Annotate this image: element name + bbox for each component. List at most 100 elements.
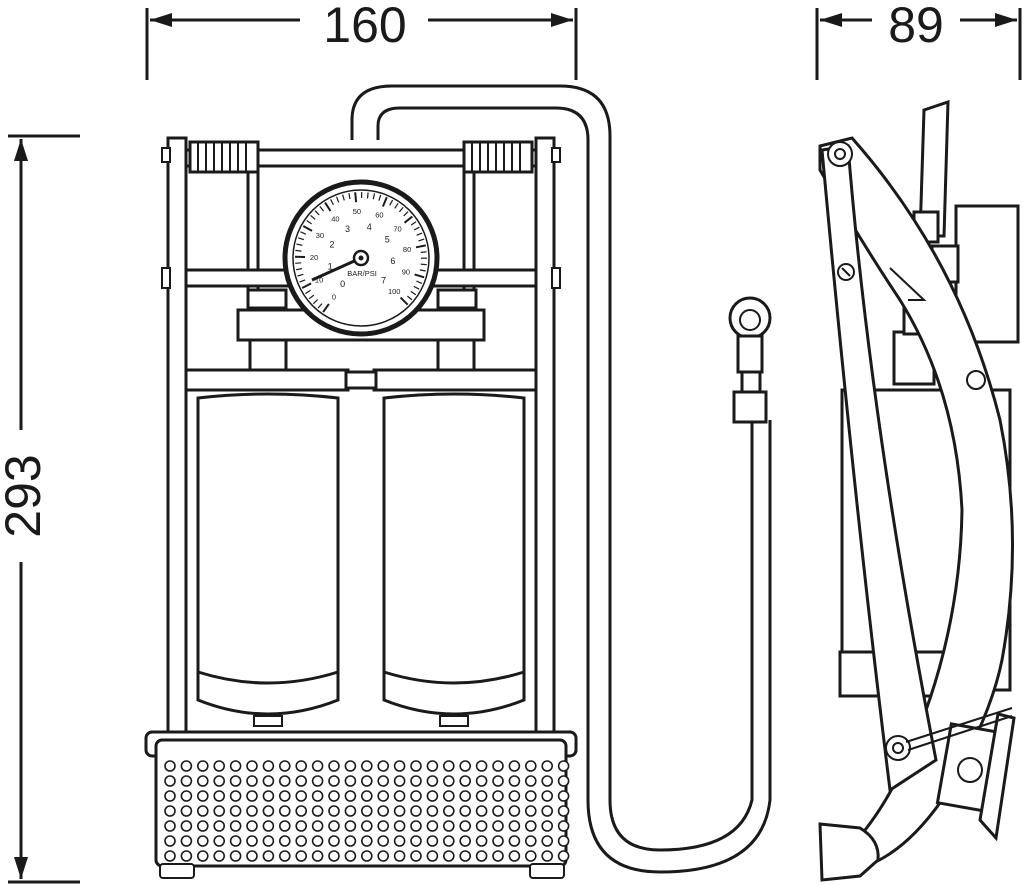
perforation-hole xyxy=(557,760,570,772)
perforation-hole xyxy=(360,835,373,847)
perforation-hole xyxy=(164,760,176,772)
perforation-hole xyxy=(393,775,406,787)
gauge-tick xyxy=(312,299,319,305)
perforation-hole xyxy=(360,820,373,832)
perforation-hole xyxy=(213,805,225,817)
perforation-hole xyxy=(360,850,373,862)
perforation-hole xyxy=(213,850,225,862)
perforation-hole xyxy=(524,835,537,847)
perforation-hole xyxy=(393,790,406,802)
perforation-hole xyxy=(393,835,406,847)
perforation-hole xyxy=(426,835,439,847)
perforation-hole xyxy=(197,850,209,862)
hose xyxy=(350,84,754,852)
perforation-hole xyxy=(508,850,521,862)
gauge-bar-label: 2 xyxy=(329,240,334,250)
gauge-tick xyxy=(319,206,325,212)
perforation-hole xyxy=(410,760,422,772)
perforation-hole xyxy=(442,760,455,772)
perforation-hole xyxy=(180,835,193,847)
gauge-tick xyxy=(298,237,305,241)
gauge-tick xyxy=(420,251,427,253)
perforation-hole xyxy=(213,760,225,772)
perforation-hole xyxy=(442,835,455,847)
perforation-hole xyxy=(492,805,504,817)
gauge-psi-label: 10 xyxy=(315,275,323,284)
gauge-tick xyxy=(413,285,420,290)
perforation-hole xyxy=(197,820,209,832)
gauge-tick xyxy=(420,263,427,266)
perforation-hole xyxy=(541,805,554,817)
perforation-hole xyxy=(541,760,554,772)
perforation-hole xyxy=(278,760,291,772)
gauge-tick xyxy=(414,273,425,279)
perforation-hole xyxy=(557,805,570,817)
perforation-hole xyxy=(246,820,258,832)
perforation-hole xyxy=(508,805,521,817)
perforation-hole xyxy=(278,820,291,832)
perforation-hole xyxy=(262,805,275,817)
gauge-tick xyxy=(296,243,303,246)
gauge-tick xyxy=(300,231,307,235)
gauge-tick xyxy=(305,289,311,295)
perforation-hole xyxy=(508,775,521,787)
gauge-tick xyxy=(410,221,417,226)
gauge-tick xyxy=(389,199,394,206)
height-dimension: 293 xyxy=(0,134,80,884)
perforation-hole xyxy=(295,835,308,847)
perforation-hole xyxy=(475,820,488,832)
perforation-hole xyxy=(360,790,373,802)
perforation-hole xyxy=(393,760,406,772)
gauge-tick xyxy=(419,269,426,272)
perforation-hole xyxy=(524,850,537,862)
gauge-tick xyxy=(416,280,423,284)
perforation-hole xyxy=(246,850,258,862)
perforation-hole xyxy=(180,775,193,787)
gauge-psi-label: 90 xyxy=(402,268,410,277)
gauge-psi-label: 40 xyxy=(331,215,339,224)
gauge-tick xyxy=(301,282,312,289)
gauge-psi-label: 50 xyxy=(353,207,361,216)
perforation-hole xyxy=(278,835,291,847)
perforation-hole xyxy=(295,850,308,862)
side-pedal-end xyxy=(818,822,880,882)
gauge-tick xyxy=(348,192,351,200)
perforation-hole xyxy=(295,760,308,772)
perforation-hole xyxy=(557,835,570,847)
perforation-hole xyxy=(459,790,472,802)
perforation-hole xyxy=(246,805,258,817)
gauge-tick xyxy=(403,211,409,217)
perforation-hole xyxy=(492,850,504,862)
perforation-hole xyxy=(426,850,439,862)
perforation-hole xyxy=(475,790,488,802)
perforation-hole xyxy=(492,775,504,787)
perforation-hole xyxy=(246,775,258,787)
perforation-hole xyxy=(442,805,455,817)
perforation-hole xyxy=(508,790,521,802)
gauge-tick xyxy=(399,296,409,306)
height-dimension-label: 293 xyxy=(0,454,51,537)
left-spring xyxy=(188,140,260,174)
gauge-psi-label: 70 xyxy=(393,224,401,233)
perforation-hole xyxy=(475,760,488,772)
width-dimension-label: 160 xyxy=(323,0,406,53)
gauge-tick xyxy=(302,225,313,232)
perforation-hole xyxy=(410,775,422,787)
perforation-hole xyxy=(541,835,554,847)
gauge-tick xyxy=(415,244,426,249)
gauge-tick xyxy=(299,279,306,283)
perforation-hole xyxy=(164,850,176,862)
perforation-hole xyxy=(213,775,225,787)
right-cylinder xyxy=(382,392,526,727)
gauge-tick xyxy=(335,196,340,203)
perforation-hole xyxy=(213,820,225,832)
perforation-hole xyxy=(442,790,455,802)
gauge-tick xyxy=(407,295,413,301)
perforation-hole xyxy=(410,805,422,817)
perforation-hole xyxy=(328,835,340,847)
perforation-hole xyxy=(426,775,439,787)
perforation-hole xyxy=(180,790,193,802)
perforation-hole xyxy=(393,805,406,817)
